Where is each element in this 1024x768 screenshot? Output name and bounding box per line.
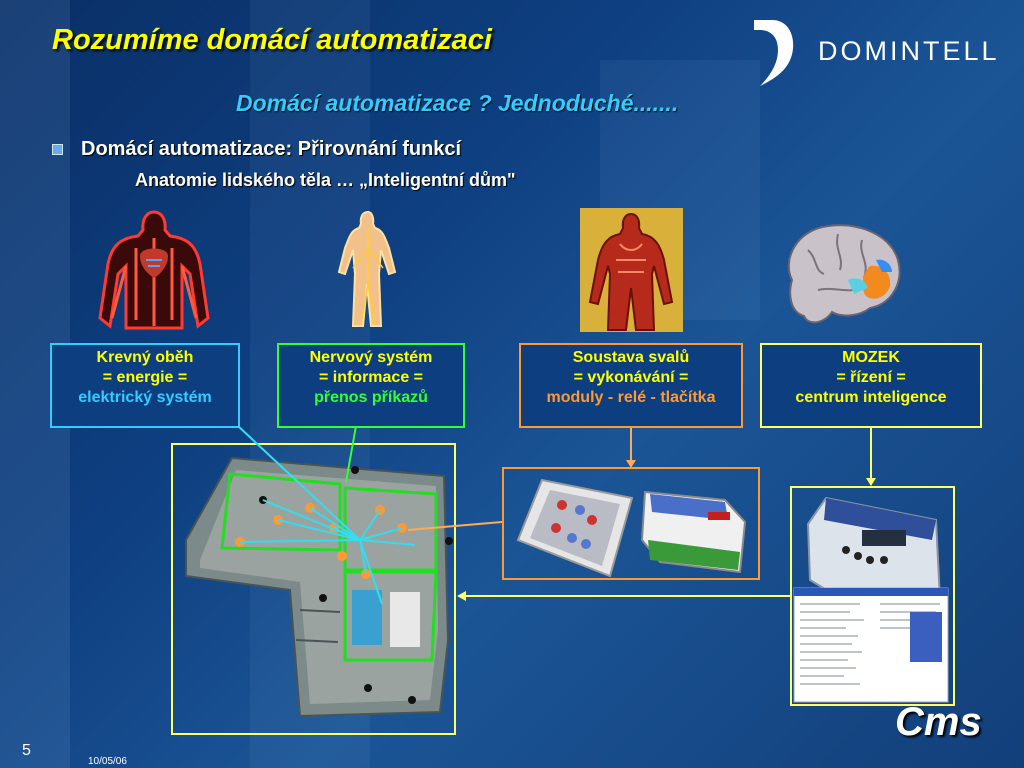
domintell-wordmark: DOMINTELL (818, 36, 1000, 66)
box-equation: = vykonávání = (573, 369, 689, 386)
domintell-mark-icon (754, 20, 794, 86)
muscle-system-box: Soustava svalů = vykonávání = moduly - r… (519, 343, 743, 428)
nervous-system-box: Nervový systém = informace = přenos přík… (277, 343, 465, 428)
main-bullet: Domácí automatizace: Přirovnání funkcí (52, 138, 461, 161)
controller-module-illustration (806, 496, 942, 602)
controller-image-frame (790, 486, 955, 706)
sensor-nodes (259, 466, 453, 704)
box-heading: Soustava svalů (572, 349, 690, 366)
blood-circulation-box: Krevný oběh = energie = elektrický systé… (50, 343, 240, 428)
page-title: Rozumíme domácí automatizaci (52, 24, 492, 56)
sub-bullet-text: Anatomie lidského těla … „Inteligentní d… (135, 170, 516, 190)
footer-date: 10/05/06 (88, 756, 127, 767)
brain-figure (787, 224, 901, 324)
box-system: moduly - relé - tlačítka (546, 389, 716, 406)
box-heading: Krevný oběh (96, 349, 194, 366)
brain-box: MOZEK = řízení = centrum inteligence (760, 343, 982, 428)
box-equation: = informace = (318, 369, 424, 386)
box-heading: MOZEK (842, 349, 900, 366)
circulatory-system-figure (98, 210, 210, 330)
box-equation: = řízení = (836, 369, 906, 386)
box-system: centrum inteligence (795, 389, 947, 406)
box-system: elektrický systém (78, 389, 212, 406)
page-subtitle: Domácí automatizace ? Jednoduché....... (236, 90, 679, 116)
page-number: 5 (22, 742, 31, 759)
house-image-frame (171, 443, 456, 735)
push-button-panel-illustration (516, 478, 634, 578)
software-window-illustration (793, 587, 949, 703)
bullet-icon (52, 144, 63, 156)
house-floorplan-illustration (185, 456, 450, 718)
nervous-system-figure (337, 210, 397, 327)
cms-logo: Cms (895, 700, 982, 744)
main-bullet-text: Domácí automatizace: Přirovnání funkcí (81, 138, 462, 160)
box-equation: = energie = (102, 369, 188, 386)
box-system: přenos příkazů (314, 389, 428, 406)
box-heading: Nervový systém (309, 349, 433, 366)
domintell-logo: DOMINTELL (752, 18, 1014, 88)
relay-module-illustration (640, 490, 747, 574)
muscular-system-figure (580, 208, 683, 332)
